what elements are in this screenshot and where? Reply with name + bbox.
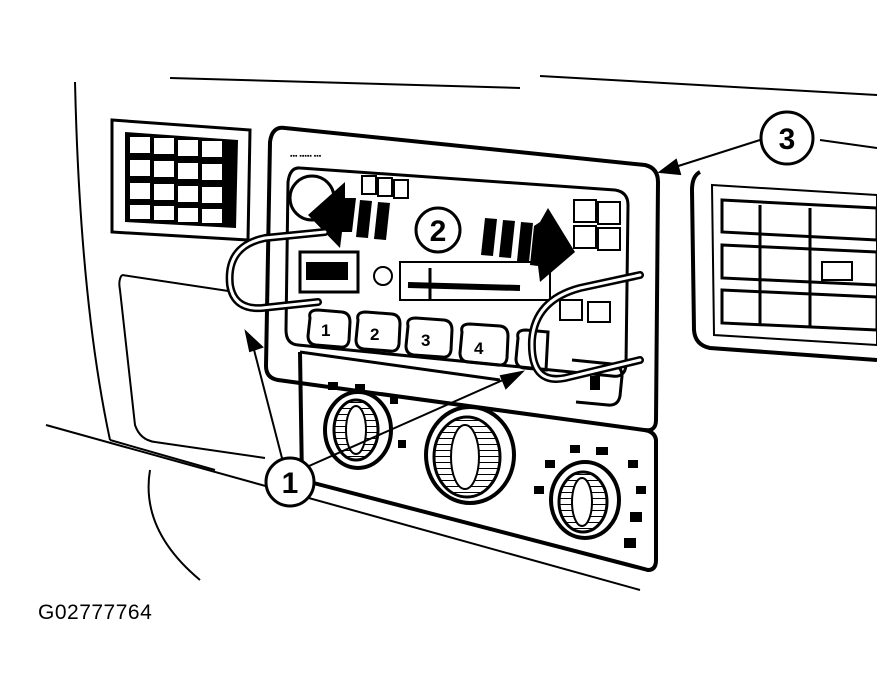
side-button[interactable]: [587, 301, 611, 323]
preset-button-1[interactable]: 1: [306, 308, 352, 349]
side-button[interactable]: [559, 299, 583, 321]
preset-button-4[interactable]: 4: [458, 322, 510, 367]
climate-control-panel: [298, 350, 658, 573]
callout-2-label: 2: [430, 215, 447, 248]
preset-button-2[interactable]: 2: [354, 310, 402, 353]
side-button[interactable]: [597, 227, 621, 251]
left-arrow-icon: [308, 182, 356, 248]
figure-id-label: G02777764: [38, 601, 153, 624]
fan-knob[interactable]: [323, 390, 393, 470]
side-button[interactable]: [597, 201, 621, 225]
callout-1-label: 1: [282, 467, 299, 500]
preset-label: 2: [370, 325, 379, 344]
seek-left-slot[interactable]: [298, 250, 360, 294]
side-button[interactable]: [573, 199, 597, 223]
small-round-button[interactable]: [373, 266, 393, 286]
callout-1: 1: [264, 456, 316, 508]
radio-bezel: [263, 125, 661, 433]
preset-button-5[interactable]: [514, 328, 550, 372]
side-button[interactable]: [573, 225, 597, 249]
right-arrow-icon: [530, 208, 575, 282]
top-button[interactable]: [361, 175, 377, 195]
lower-left-panel: [118, 274, 266, 459]
top-button[interactable]: [393, 179, 409, 199]
preset-label: 4: [474, 339, 484, 358]
dashboard-outline: [45, 75, 877, 591]
mode-knob[interactable]: [549, 460, 621, 540]
tiny-label: ▪▪▪ ▪▪▪▪▪ ▪▪▪: [290, 153, 322, 160]
preset-label: 1: [321, 321, 330, 340]
right-air-vent: [689, 170, 877, 362]
leader-lines: [244, 139, 761, 471]
direction-arrows: [308, 182, 575, 282]
temperature-knob[interactable]: [424, 405, 516, 505]
callout-2: 2: [414, 206, 462, 254]
top-button[interactable]: [377, 177, 393, 197]
preset-button-3[interactable]: 3: [404, 316, 454, 359]
callout-3-label: 3: [779, 123, 796, 156]
preset-label: 3: [421, 331, 430, 350]
callout-3: 3: [759, 110, 815, 166]
radio-display: [399, 261, 551, 301]
left-air-vent: [110, 118, 252, 242]
